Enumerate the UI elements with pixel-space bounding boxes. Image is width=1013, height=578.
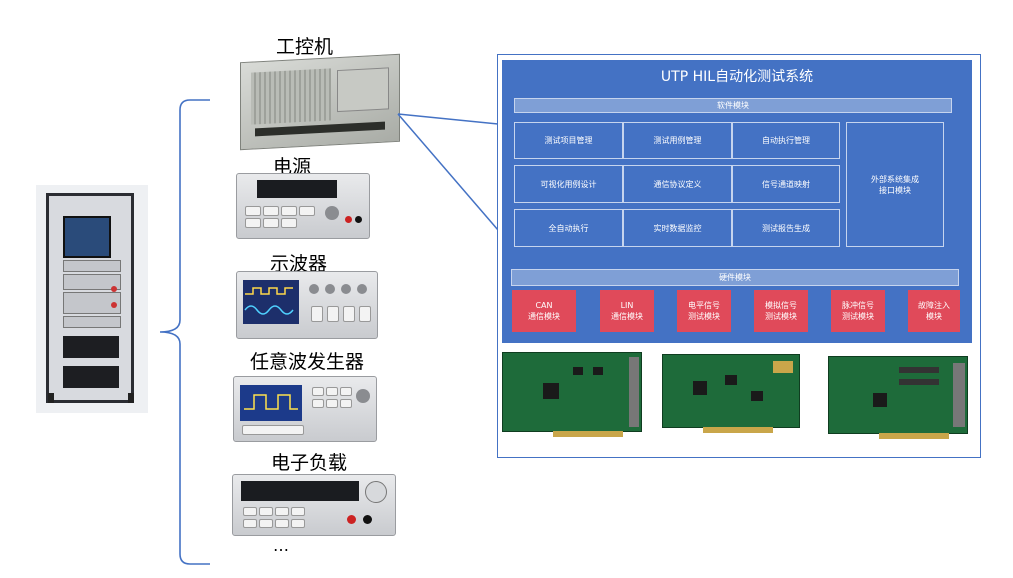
hw-fault-injection-module: 故障注入 模块 xyxy=(908,290,960,332)
hardware-module-bar: 硬件模块 xyxy=(511,269,959,286)
hw-can-module: CAN 通信模块 xyxy=(512,290,576,332)
device-label-ipc: 工控机 xyxy=(276,36,334,58)
software-module-bar: 软件模块 xyxy=(514,98,952,113)
device-label-electronic-load: 电子负载 xyxy=(271,452,348,474)
hw-level-signal-module: 电平信号 测试模块 xyxy=(677,290,731,332)
waveform-generator-image xyxy=(233,376,377,442)
sw-external-integration: 外部系统集成 接口模块 xyxy=(846,122,944,247)
io-card-image-3 xyxy=(828,356,968,439)
electronic-load-image xyxy=(232,474,396,536)
system-title: UTP HIL自动化测试系统 xyxy=(660,69,814,85)
hw-pulse-signal-module: 脉冲信号 测试模块 xyxy=(831,290,885,332)
more-devices-ellipsis: … xyxy=(273,536,289,555)
device-label-awg: 任意波发生器 xyxy=(250,351,365,373)
test-rack-cabinet-image xyxy=(36,185,148,413)
sw-test-case-mgmt: 测试用例管理 xyxy=(623,122,732,159)
hw-analog-signal-module: 模拟信号 测试模块 xyxy=(754,290,808,332)
sw-realtime-monitor: 实时数据监控 xyxy=(623,209,732,247)
sw-signal-channel-mapping: 信号通道映射 xyxy=(732,165,840,203)
sw-visual-case-design: 可视化用例设计 xyxy=(514,165,623,203)
sw-protocol-definition: 通信协议定义 xyxy=(623,165,732,203)
industrial-pc-image xyxy=(240,53,400,151)
sw-full-auto-exec: 全自动执行 xyxy=(514,209,623,247)
ipc-to-system-connector xyxy=(397,113,499,231)
power-supply-image xyxy=(236,173,370,239)
sw-auto-exec-mgmt: 自动执行管理 xyxy=(732,122,840,159)
device-label-power-supply: 电源 xyxy=(273,156,312,178)
rack-monitor xyxy=(63,216,111,258)
bracket-connector xyxy=(159,99,210,565)
io-card-image-1 xyxy=(502,352,642,437)
sw-report-generation: 测试报告生成 xyxy=(732,209,840,247)
device-label-oscilloscope: 示波器 xyxy=(270,253,328,275)
sw-test-project-mgmt: 测试项目管理 xyxy=(514,122,623,159)
hw-lin-module: LIN 通信模块 xyxy=(600,290,654,332)
oscilloscope-image xyxy=(236,271,378,339)
io-card-image-2 xyxy=(662,354,800,433)
